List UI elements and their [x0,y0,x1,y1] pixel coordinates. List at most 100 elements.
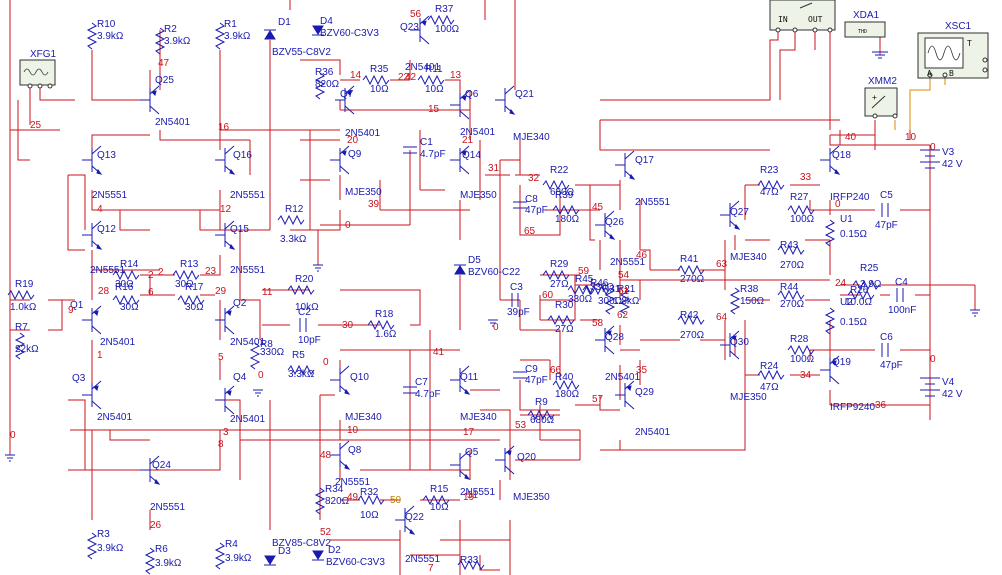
resistor-u2[interactable]: U20.15Ω [824,297,867,335]
transistor-ref: Q22 [405,512,424,523]
distortion-analyzer-xda1[interactable]: THD XDA1 [844,10,886,38]
function-generator-xfg1[interactable]: XFG1 [19,49,57,89]
resistor-r5[interactable]: R53.3kΩ [287,350,315,380]
resistor-r6[interactable]: R63.9kΩ [144,544,182,575]
resistor-r33[interactable]: R33 [457,555,485,571]
inout-probe-box[interactable]: IN OUT [769,0,836,33]
resistor-ref: R13 [180,259,199,270]
capacitor-c1[interactable]: C14.7pF [403,137,446,160]
resistor-r4[interactable]: R43.9kΩ [214,539,252,570]
resistor-r3[interactable]: R33.9kΩ [86,529,124,560]
capacitor-c7[interactable]: C74.7pF [403,377,441,400]
resistor-r1[interactable]: R13.9kΩ [214,19,251,50]
resistor-r2[interactable]: R23.9kΩ [154,24,191,55]
net-label: 0 [345,220,351,231]
resistor-val: 330Ω [568,294,593,305]
oscilloscope-xsc1[interactable]: T A B XSC1 [917,21,989,79]
multimeter-xmm2[interactable]: + XMM2 [864,76,898,119]
resistor-u1[interactable]: U10.15Ω [824,214,867,247]
